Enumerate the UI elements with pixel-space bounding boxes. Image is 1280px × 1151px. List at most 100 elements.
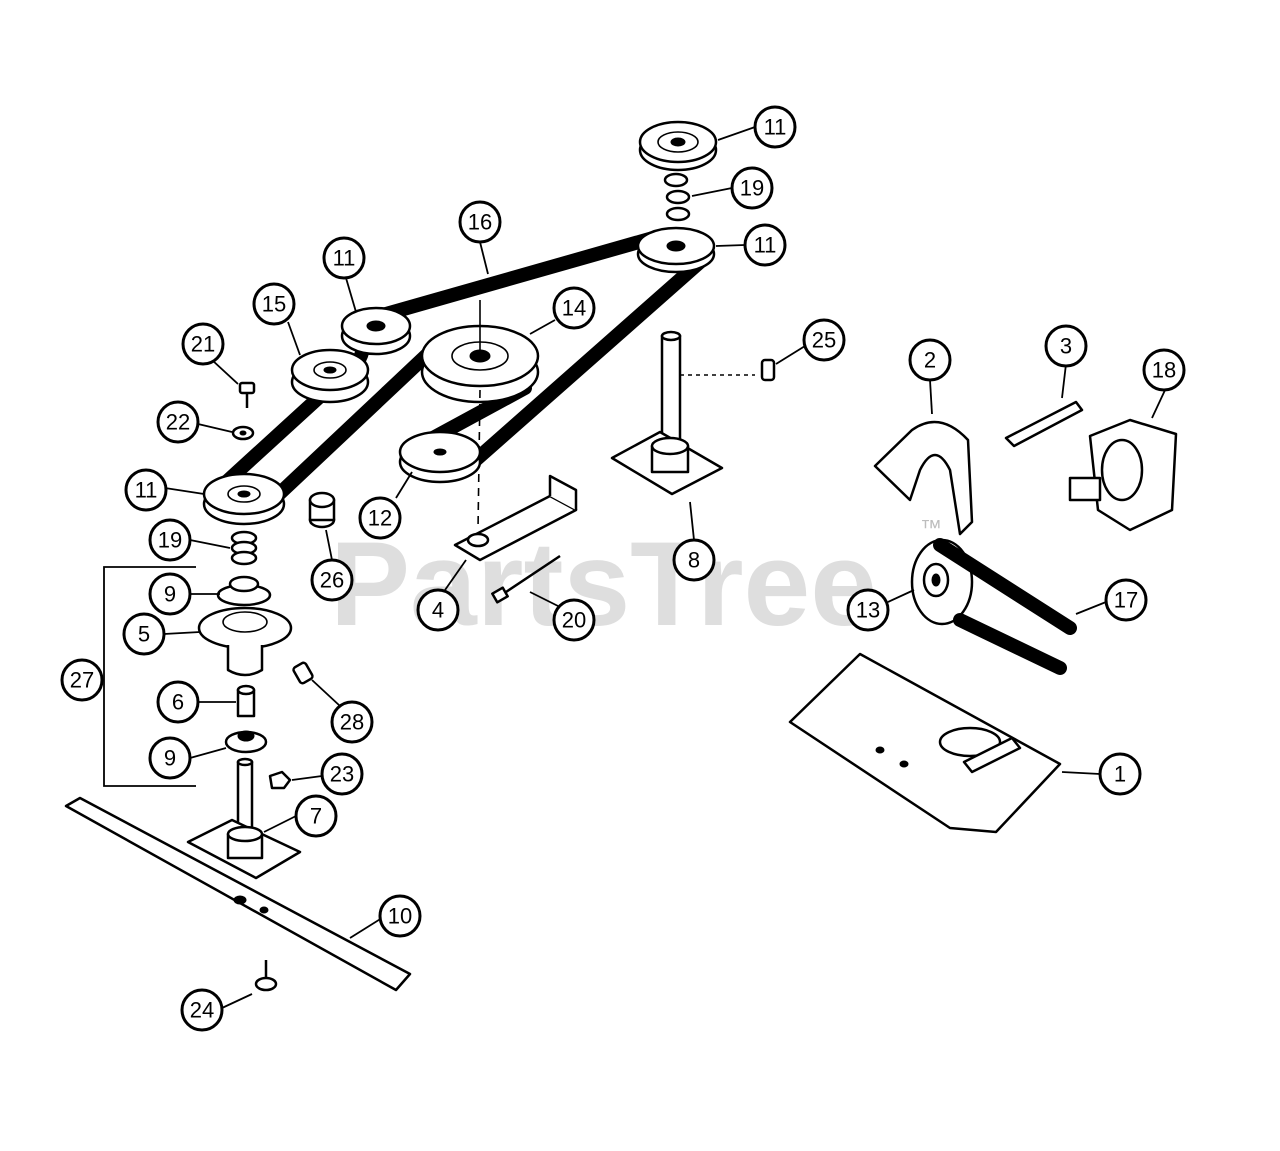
callout-label: 4	[432, 598, 444, 623]
nut-23	[268, 770, 292, 790]
watermark-trademark: ™	[920, 515, 942, 540]
callout-11[interactable]: 11	[124, 468, 168, 512]
callout-14[interactable]: 14	[552, 286, 596, 330]
callout-3[interactable]: 3	[1044, 324, 1088, 368]
callout-24[interactable]: 24	[180, 988, 224, 1032]
callout-label: 26	[320, 568, 344, 593]
callout-label: 9	[164, 746, 176, 771]
callout-11[interactable]: 11	[743, 223, 787, 267]
callout-label: 2	[924, 348, 936, 373]
callout-27[interactable]: 27	[60, 658, 104, 702]
belt-16	[365, 229, 707, 472]
callout-label: 19	[158, 528, 182, 553]
spacer-6	[236, 684, 256, 718]
callout-label: 16	[468, 210, 492, 235]
callout-label: 14	[562, 296, 586, 321]
callout-label: 12	[368, 506, 392, 531]
callout-20[interactable]: 20	[552, 598, 596, 642]
callout-label: 22	[166, 410, 190, 435]
callout-label: 11	[135, 478, 158, 503]
callout-label: 11	[754, 233, 777, 258]
callout-label: 25	[812, 328, 836, 353]
callout-9[interactable]: 9	[148, 572, 192, 616]
washers-19-left	[230, 530, 258, 566]
spindle-7	[186, 757, 302, 880]
callout-label: 9	[164, 582, 176, 607]
spindle-8	[610, 330, 755, 496]
callout-label: 18	[1152, 358, 1176, 383]
washer-22	[231, 425, 255, 441]
callout-23[interactable]: 23	[320, 752, 364, 796]
callout-label: 6	[172, 690, 184, 715]
callout-13[interactable]: 13	[846, 588, 890, 632]
callout-2[interactable]: 2	[908, 338, 952, 382]
callout-26[interactable]: 26	[310, 558, 354, 602]
callout-label: 21	[191, 332, 215, 357]
callout-15[interactable]: 15	[252, 282, 296, 326]
bearing-9-top	[216, 575, 272, 607]
callout-label: 19	[740, 176, 764, 201]
deck-plate-1	[788, 652, 1062, 834]
callout-label: 11	[333, 246, 356, 271]
callout-label: 7	[310, 804, 322, 829]
bracket-3	[1004, 400, 1084, 448]
callout-label: 13	[856, 598, 880, 623]
callout-label: 11	[764, 115, 787, 140]
callout-12[interactable]: 12	[358, 496, 402, 540]
key-25	[760, 358, 776, 382]
callout-label: 5	[138, 622, 150, 647]
callout-label: 28	[340, 710, 364, 735]
callout-22[interactable]: 22	[156, 400, 200, 444]
bolt-24	[254, 960, 278, 992]
bolt-20	[491, 554, 561, 604]
callout-label: 17	[1114, 588, 1138, 613]
spacer-26	[308, 491, 336, 529]
callout-7[interactable]: 7	[294, 794, 338, 838]
callout-label: 23	[330, 762, 354, 787]
washers-19-top	[663, 172, 691, 222]
callout-1[interactable]: 1	[1098, 752, 1142, 796]
pulley-11-right	[636, 226, 716, 274]
callout-4[interactable]: 4	[416, 588, 460, 632]
callout-16[interactable]: 16	[458, 200, 502, 244]
callout-11[interactable]: 11	[322, 236, 366, 280]
bolt-21	[238, 381, 256, 408]
gearbox-18	[1068, 418, 1178, 532]
callout-19[interactable]: 19	[148, 518, 192, 562]
belt-guard-2	[873, 420, 974, 536]
callout-label: 20	[562, 608, 586, 633]
callout-5[interactable]: 5	[122, 612, 166, 656]
callout-17[interactable]: 17	[1104, 578, 1148, 622]
callout-label: 3	[1060, 334, 1072, 359]
callout-25[interactable]: 25	[802, 318, 846, 362]
callout-8[interactable]: 8	[672, 538, 716, 582]
callout-18[interactable]: 18	[1142, 348, 1186, 392]
callout-label: 27	[70, 668, 94, 693]
callout-label: 8	[688, 548, 700, 573]
bearing-9-bottom	[224, 730, 268, 754]
callout-28[interactable]: 28	[330, 700, 374, 744]
belt-17	[933, 538, 1077, 675]
callout-21[interactable]: 21	[181, 322, 225, 366]
callout-label: 24	[190, 998, 214, 1023]
callout-10[interactable]: 10	[378, 894, 422, 938]
callout-label: 15	[262, 292, 286, 317]
fitting-28	[292, 661, 314, 685]
callout-11[interactable]: 11	[753, 105, 797, 149]
leader-lines	[163, 126, 1167, 1009]
pulley-11-left	[202, 472, 286, 526]
pulley-12	[398, 430, 482, 484]
housing-5	[197, 606, 293, 677]
callout-6[interactable]: 6	[156, 680, 200, 724]
pulley-11-top	[638, 120, 718, 172]
callout-label: 10	[388, 904, 412, 929]
pulley-14	[420, 300, 540, 531]
callout-label: 1	[1114, 762, 1126, 787]
callout-19[interactable]: 19	[730, 166, 774, 210]
bracket-27	[103, 566, 196, 787]
blade-10	[64, 796, 412, 992]
watermark-text: PartsTree	[330, 517, 877, 651]
callout-9[interactable]: 9	[148, 736, 192, 780]
pulley-15	[290, 348, 370, 404]
